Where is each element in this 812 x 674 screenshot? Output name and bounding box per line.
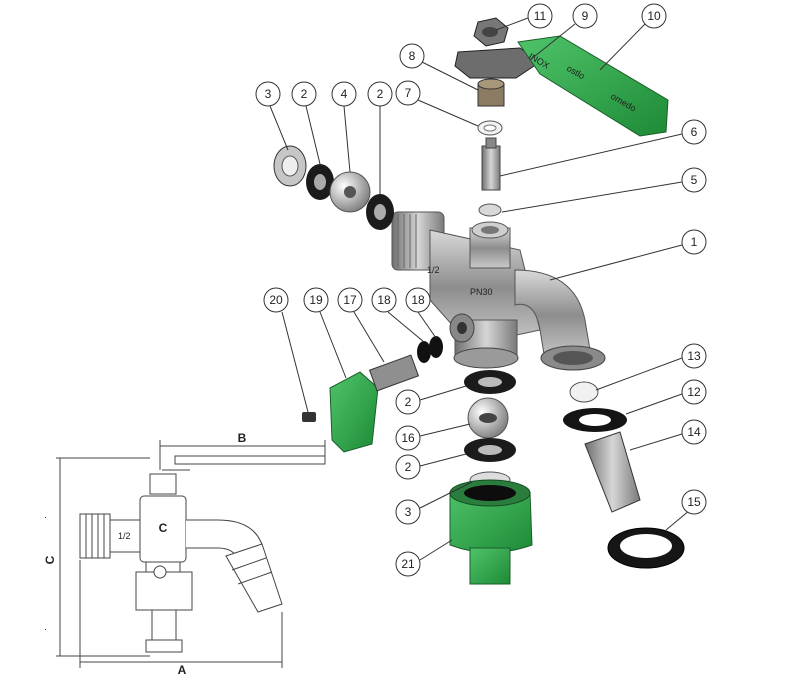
dim-b-label: B <box>238 431 247 445</box>
dim-c-label: C <box>43 555 57 564</box>
callout-12: 12 <box>625 379 707 415</box>
drawing-size-label: 1/2 <box>118 531 131 541</box>
dimension-drawing: B 1/2 C C A · · <box>43 431 326 674</box>
callout-21: 21 <box>395 539 453 577</box>
callout-11: 11 <box>495 3 553 31</box>
outlet-parts <box>563 381 685 569</box>
callout-2-low-b: 2 <box>395 453 467 480</box>
callout-2-low-a: 2 <box>395 385 467 415</box>
svg-text:1: 1 <box>691 235 698 249</box>
callout-3-low: 3 <box>395 481 473 525</box>
svg-text:12: 12 <box>687 385 701 399</box>
svg-text:4: 4 <box>341 87 348 101</box>
callout-20: 20 <box>263 287 309 413</box>
callout-19: 19 <box>303 287 347 379</box>
svg-text:6: 6 <box>691 125 698 139</box>
svg-text:16: 16 <box>401 431 415 445</box>
callout-3-top: 3 <box>255 81 289 151</box>
top-stem-assembly: ostlo omedo INOX <box>454 17 669 217</box>
callout-7: 7 <box>395 80 479 127</box>
dim-a-label: A <box>178 663 187 674</box>
svg-text:19: 19 <box>309 293 323 307</box>
svg-text:3: 3 <box>405 505 412 519</box>
tick-mark-bottom: · <box>44 624 47 634</box>
callout-5: 5 <box>501 167 707 213</box>
callout-layer: 11 9 10 8 7 6 5 1 3 2 <box>255 3 707 577</box>
callout-8: 8 <box>399 43 479 91</box>
callout-17: 17 <box>337 287 385 363</box>
svg-text:2: 2 <box>405 395 412 409</box>
body-pn-marking: PN30 <box>470 287 493 297</box>
knob-parts <box>302 336 443 453</box>
tick-mark-top: · <box>44 512 47 522</box>
callout-15: 15 <box>665 489 707 531</box>
svg-text:18: 18 <box>411 293 425 307</box>
svg-text:14: 14 <box>687 425 701 439</box>
svg-text:21: 21 <box>401 557 415 571</box>
svg-text:3: 3 <box>265 87 272 101</box>
callout-14: 14 <box>629 419 707 451</box>
callout-18-b: 18 <box>405 287 437 339</box>
svg-text:10: 10 <box>647 9 661 23</box>
callout-9: 9 <box>529 3 598 61</box>
callout-2-top-b: 2 <box>367 81 393 194</box>
svg-text:9: 9 <box>582 9 589 23</box>
body-size-marking: 1/2 <box>427 265 440 275</box>
callout-16: 16 <box>395 423 471 451</box>
svg-text:2: 2 <box>405 460 412 474</box>
svg-text:2: 2 <box>377 87 384 101</box>
callout-13: 13 <box>595 343 707 391</box>
svg-text:8: 8 <box>409 49 416 63</box>
svg-text:20: 20 <box>269 293 283 307</box>
svg-text:13: 13 <box>687 349 701 363</box>
lower-stack <box>449 370 533 585</box>
callout-1: 1 <box>549 229 707 281</box>
svg-text:5: 5 <box>691 173 698 187</box>
svg-text:7: 7 <box>405 86 412 100</box>
callout-10: 10 <box>599 3 667 71</box>
callout-2-top-a: 2 <box>291 81 321 165</box>
svg-text:18: 18 <box>377 293 391 307</box>
callout-4: 4 <box>331 81 357 173</box>
svg-text:17: 17 <box>343 293 357 307</box>
valve-body: 1/2 PN30 <box>391 211 606 371</box>
side-valve-parts <box>273 145 394 230</box>
svg-text:15: 15 <box>687 495 701 509</box>
svg-text:11: 11 <box>534 9 547 23</box>
drawing-logo: C <box>159 521 168 535</box>
svg-text:2: 2 <box>301 87 308 101</box>
callout-6: 6 <box>499 119 707 177</box>
callout-18-a: 18 <box>371 287 425 343</box>
